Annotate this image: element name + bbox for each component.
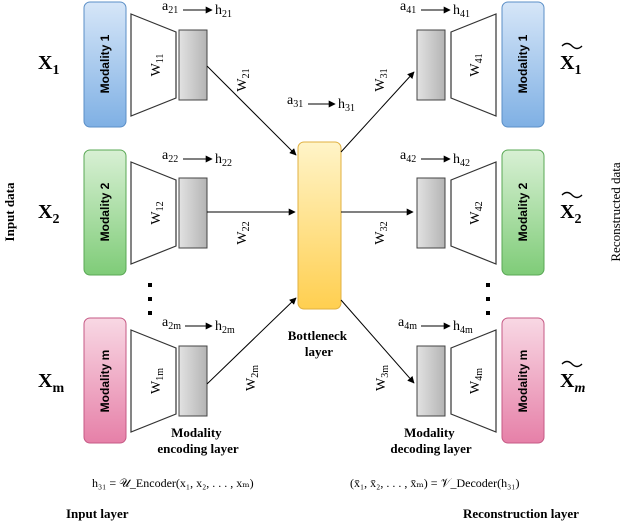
encoder-weight-m: W1m [149,368,166,394]
decoding-layer-label: Modality decoding layer [390,425,471,456]
input-modality-2-box [83,149,127,276]
encoder-weight-1: W11 [149,54,166,77]
encoder-trapezoid-2 [130,161,177,265]
reconstructed-data-label: Reconstructed data [608,162,623,261]
bottleneck-activation: a31 h31 [287,93,355,114]
svg-text:h41: h41 [453,3,470,20]
svg-text:a41: a41 [400,0,416,16]
encoder-hidden-box-m [178,345,208,417]
decoder-hidden-box-2 [416,177,446,249]
bottleneck-box [297,141,342,310]
reconstruction-layer-label: Reconstruction layer [463,506,579,521]
encoding-layer-label: Modality encoding layer [157,425,238,456]
arrow-bottleneck-to-decoder1 [340,71,415,153]
arrow-encoder1-to-bottleneck [206,65,297,156]
svg-text:h21: h21 [215,3,232,20]
encoder-formula: h₃₁ = 𝒰_Encoder(x₁, x₂, . . . , xₘ) [92,476,254,490]
decoder-trapezoid-m [450,329,497,433]
to-bottleneck-weight-1: W21 [235,68,252,91]
input-var-2: X2 [38,201,59,227]
input-modality-1-box [83,1,127,128]
decoder-formula: (x̄₁, x̄₂, . . . , x̄ₘ) = 𝒱_Decoder(h₃₁) [350,476,519,490]
decoder-hidden-box-1 [416,29,446,101]
decoder-trapezoid-2 [450,161,497,265]
svg-text:h4m: h4m [453,319,473,336]
arrow-encoderm-to-bottleneck [206,297,297,385]
svg-text:h42: h42 [453,152,470,169]
decoder-activation-m: a4m h4m [398,315,473,336]
svg-text:a22: a22 [162,148,178,165]
input-var-m: Xm [38,370,64,396]
decoder-activation-1: a41 h41 [400,0,470,20]
decoder-weight-m: W4m [468,368,485,394]
svg-text:h31: h31 [338,97,355,114]
output-var-2: X2 [560,191,583,227]
encoder-hidden-box-2 [178,177,208,249]
output-modality-2-box [501,149,545,276]
output-var-m: Xm [560,360,585,396]
svg-text:X2: X2 [560,201,581,227]
svg-text:a2m: a2m [162,315,181,332]
input-modality-m-label: Modality m [98,350,112,413]
output-modality-m-label: Modality m [516,350,530,413]
decoder-trapezoid-1 [450,13,497,117]
svg-text:a21: a21 [162,0,178,16]
input-layer-label: Input layer [66,506,129,521]
output-modality-m-box [501,317,545,444]
encoder-trapezoid-1 [130,13,177,117]
encoder-activation-m: a2m h2m [162,315,235,336]
svg-text:h2m: h2m [215,319,235,336]
svg-text:X1: X1 [560,52,581,78]
svg-text:a31: a31 [287,93,303,110]
to-bottleneck-weight-m: W2m [244,365,261,391]
output-modality-1-box [501,1,545,128]
output-modality-2-label: Modality 2 [516,182,530,241]
svg-text:Xm: Xm [560,370,585,396]
right-ellipsis-dots [486,283,490,315]
input-modality-m-box [83,317,127,444]
input-var-1: X1 [38,52,59,78]
encoder-activation-1: a21 h21 [162,0,232,20]
bottleneck-label: Bottleneck layer [288,328,350,359]
left-ellipsis-dots [148,283,152,315]
svg-text:a4m: a4m [398,315,417,332]
input-modality-1-label: Modality 1 [98,34,112,93]
decoder-activation-2: a42 h42 [400,148,470,169]
encoder-weight-2: W12 [149,201,166,224]
decoder-weight-2: W42 [468,201,485,224]
from-bottleneck-weight-m: W3m [374,365,391,391]
to-bottleneck-weight-2: W22 [235,221,252,244]
decoder-weight-1: W41 [468,53,485,76]
input-data-label: Input data [2,182,17,241]
encoder-trapezoid-m [130,329,177,433]
arrow-bottleneck-to-decoderm [340,299,415,384]
input-modality-2-label: Modality 2 [98,182,112,241]
from-bottleneck-weight-1: W31 [373,68,390,91]
svg-text:h22: h22 [215,152,232,169]
encoder-hidden-box-1 [178,29,208,101]
from-bottleneck-weight-2: W32 [373,221,390,244]
svg-text:a42: a42 [400,148,416,165]
encoder-activation-2: a22 h22 [162,148,232,169]
decoder-hidden-box-m [416,345,446,417]
output-var-1: X1 [560,42,583,78]
output-modality-1-label: Modality 1 [516,34,530,93]
